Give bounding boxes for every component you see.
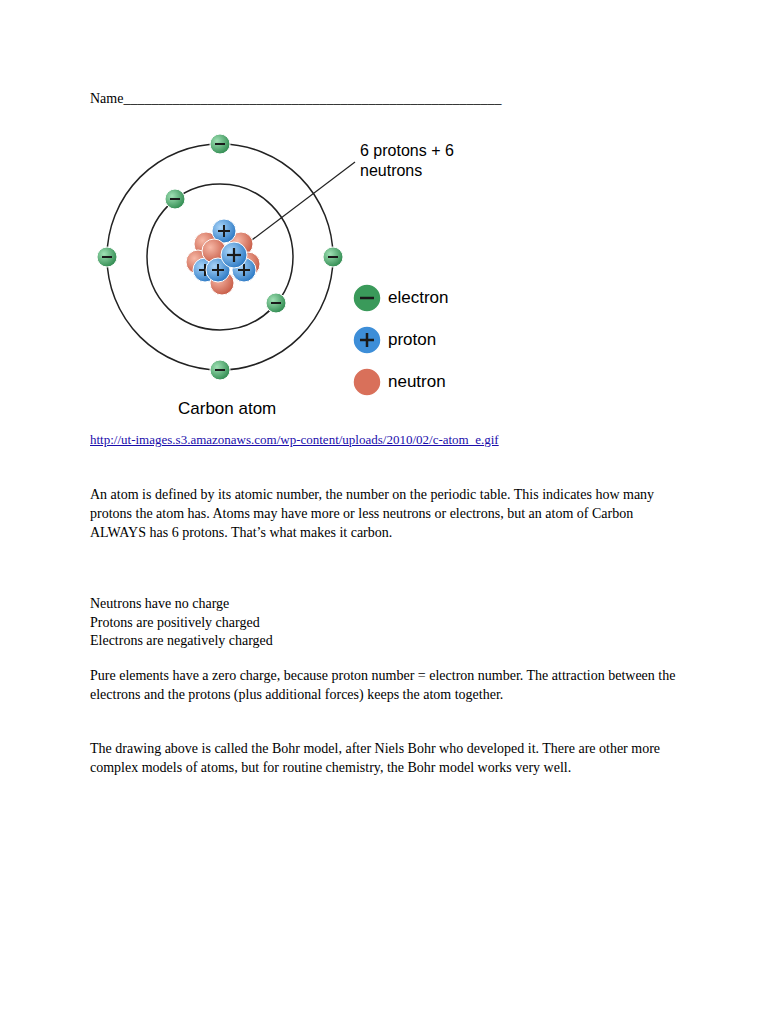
electron xyxy=(210,134,230,154)
electron-ball xyxy=(165,189,185,209)
electron-ball xyxy=(210,360,230,380)
electron xyxy=(210,360,230,380)
charge-line: Protons are positively charged xyxy=(90,613,682,632)
charge-line: Neutrons have no charge xyxy=(90,594,682,613)
legend-entry: proton xyxy=(388,329,528,351)
minus-sign xyxy=(170,198,180,200)
minus-sign xyxy=(271,302,281,304)
sign-stroke xyxy=(366,333,369,347)
text-run: An atom is defined by its atomic number,… xyxy=(90,485,682,542)
legend-sample xyxy=(353,284,381,312)
plus-sign xyxy=(233,248,235,262)
source-url: http://ut-images.s3.amazonaws.com/wp-con… xyxy=(90,431,730,449)
text-run: Pure elements have a zero charge, becaus… xyxy=(90,666,682,704)
plus-sign xyxy=(223,225,225,237)
legend-text: proton xyxy=(388,329,528,351)
legend-sample xyxy=(353,326,381,354)
proton xyxy=(221,242,247,268)
body-paragraph: An atom is defined by its atomic number,… xyxy=(90,485,682,542)
legend-swatch xyxy=(353,368,381,396)
electron xyxy=(97,247,117,267)
figure-caption: Carbon atom xyxy=(178,398,338,420)
plus-sign xyxy=(217,264,219,276)
legend-text: neutron xyxy=(388,371,528,393)
electron xyxy=(165,189,185,209)
text-run: Electrons are negatively charged xyxy=(90,631,682,650)
minus-sign xyxy=(215,143,225,145)
name-line: Name____________________________________… xyxy=(90,89,690,108)
body-paragraph: Pure elements have a zero charge, becaus… xyxy=(90,666,682,704)
sign-stroke xyxy=(360,297,374,300)
electron-ball xyxy=(323,247,343,267)
leader-line xyxy=(236,162,355,252)
electron xyxy=(266,293,286,313)
text-run: 6 protons + 6 neutrons xyxy=(360,141,456,181)
body-paragraph: The drawing above is called the Bohr mod… xyxy=(90,739,682,777)
legend-swatch xyxy=(353,284,381,312)
callout-label: 6 protons + 6 neutrons xyxy=(360,141,456,181)
legend-text: electron xyxy=(388,287,528,309)
text-run: The drawing above is called the Bohr mod… xyxy=(90,739,682,777)
electron xyxy=(323,247,343,267)
minus-sign xyxy=(102,256,112,258)
legend-entry: electron xyxy=(388,287,528,309)
nucleus xyxy=(186,219,260,295)
minus-sign xyxy=(328,256,338,258)
text-run: Protons are positively charged xyxy=(90,613,682,632)
electron-ball xyxy=(97,247,117,267)
text-run: Neutrons have no charge xyxy=(90,594,682,613)
legend-sample xyxy=(353,368,381,396)
inner-orbit xyxy=(147,184,293,330)
text-run: Name____________________________________… xyxy=(90,89,690,108)
electron-ball xyxy=(210,134,230,154)
legend-swatch xyxy=(353,326,381,354)
plus-sign xyxy=(243,264,245,276)
charge-line: Electrons are negatively charged xyxy=(90,631,682,650)
caption-text: Carbon atom xyxy=(178,398,338,420)
legend-entry: neutron xyxy=(388,371,528,393)
electron-ball xyxy=(266,293,286,313)
text-run: http://ut-images.s3.amazonaws.com/wp-con… xyxy=(90,431,730,449)
minus-sign xyxy=(215,369,225,371)
outer-orbit xyxy=(107,144,333,370)
